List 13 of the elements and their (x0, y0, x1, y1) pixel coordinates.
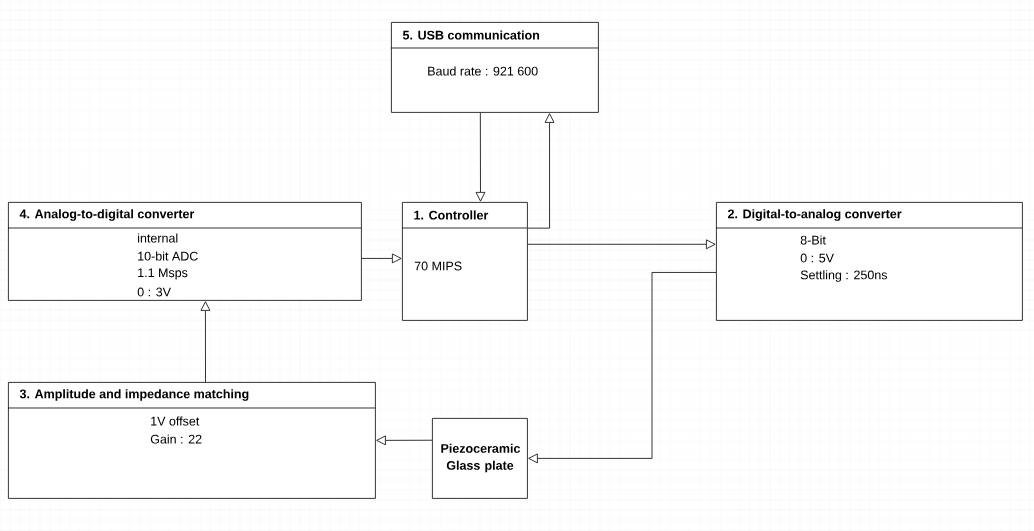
arrow (527, 239, 716, 250)
process-box: 3. Amplitude and impedance matching 1V offset Gain : 22 (7, 382, 376, 499)
arrow (475, 112, 486, 202)
process-box: 4. Analog-to-digital converter internal 10-bit ADC 1.1 Msps 0 : 3V (7, 202, 362, 301)
arrow (528, 272, 717, 464)
arrow (527, 113, 555, 229)
process-box: Piezoceramic Glass plate (432, 418, 528, 499)
process-box: 1. Controller 70 MIPS (401, 202, 528, 321)
arrow (361, 253, 402, 264)
process-box: 5. USB communication Baud rate : 921 600 (390, 22, 599, 113)
arrow (376, 435, 433, 446)
arrow (200, 301, 211, 383)
process-box: 2. Digital-to-analog converter 8-Bit 0 : 5V Settling : 250ns (715, 202, 1023, 321)
